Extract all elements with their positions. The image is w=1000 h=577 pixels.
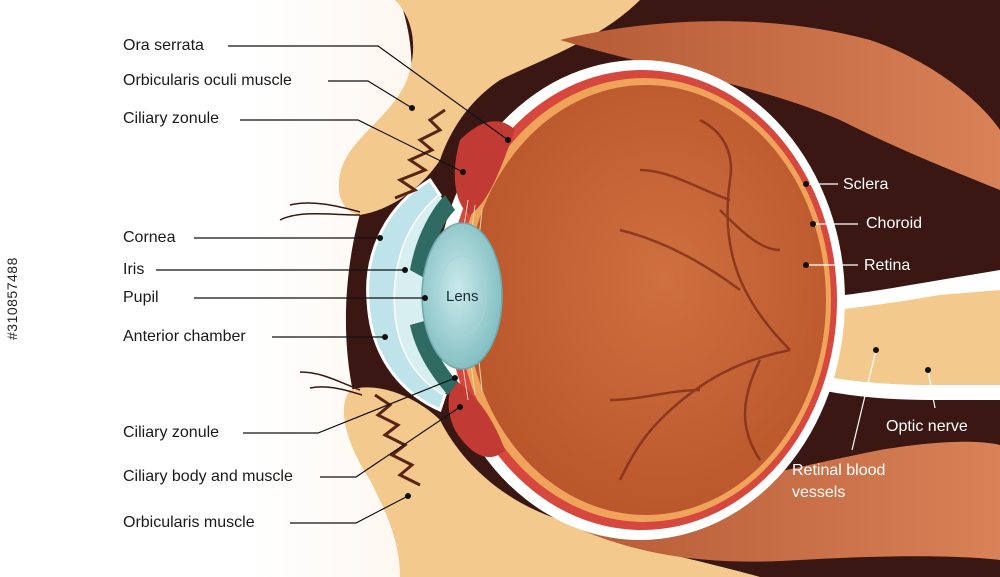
label-orbicularis-muscle: Orbicularis muscle bbox=[123, 514, 255, 531]
ciliary-body-lower bbox=[448, 380, 505, 458]
iris-upper bbox=[410, 195, 455, 280]
label-optic-nerve: Optic nerve bbox=[886, 418, 968, 435]
label-iris: Iris bbox=[123, 261, 145, 278]
label-retinal-blood-vessels: Retinal blood vessels bbox=[792, 462, 886, 501]
label-sclera: Sclera bbox=[843, 176, 889, 193]
label-pupil: Pupil bbox=[123, 289, 159, 306]
label-choroid: Choroid bbox=[866, 215, 923, 232]
label-ciliary-zonule-lower: Ciliary zonule bbox=[123, 424, 220, 441]
label-orbicularis-oculi-muscle: Orbicularis oculi muscle bbox=[123, 72, 292, 89]
label-ora-serrata: Ora serrata bbox=[123, 37, 204, 54]
lens-shape bbox=[421, 222, 503, 370]
label-retina: Retina bbox=[864, 257, 911, 274]
label-cornea: Cornea bbox=[123, 229, 176, 246]
leader-lines bbox=[156, 45, 936, 524]
label-ciliary-zonule-upper: Ciliary zonule bbox=[123, 110, 220, 127]
iris-lower bbox=[410, 320, 458, 395]
label-ciliary-body-and-muscle: Ciliary body and muscle bbox=[123, 468, 293, 485]
retinal-vessels bbox=[609, 118, 791, 481]
vitreous-body bbox=[466, 85, 826, 515]
orbicularis-zigzag-upper bbox=[394, 108, 446, 200]
ciliary-body-upper bbox=[454, 121, 515, 215]
lower-bone-fat bbox=[343, 387, 760, 577]
stock-id-text: #310857488 bbox=[4, 257, 20, 340]
leader-dots bbox=[377, 105, 931, 499]
lens-nucleus bbox=[437, 255, 487, 337]
orbicularis-zigzag-lower bbox=[374, 393, 421, 487]
eyelashes bbox=[279, 202, 363, 396]
label-anterior-chamber: Anterior chamber bbox=[123, 328, 246, 345]
label-lens: Lens bbox=[446, 288, 479, 305]
